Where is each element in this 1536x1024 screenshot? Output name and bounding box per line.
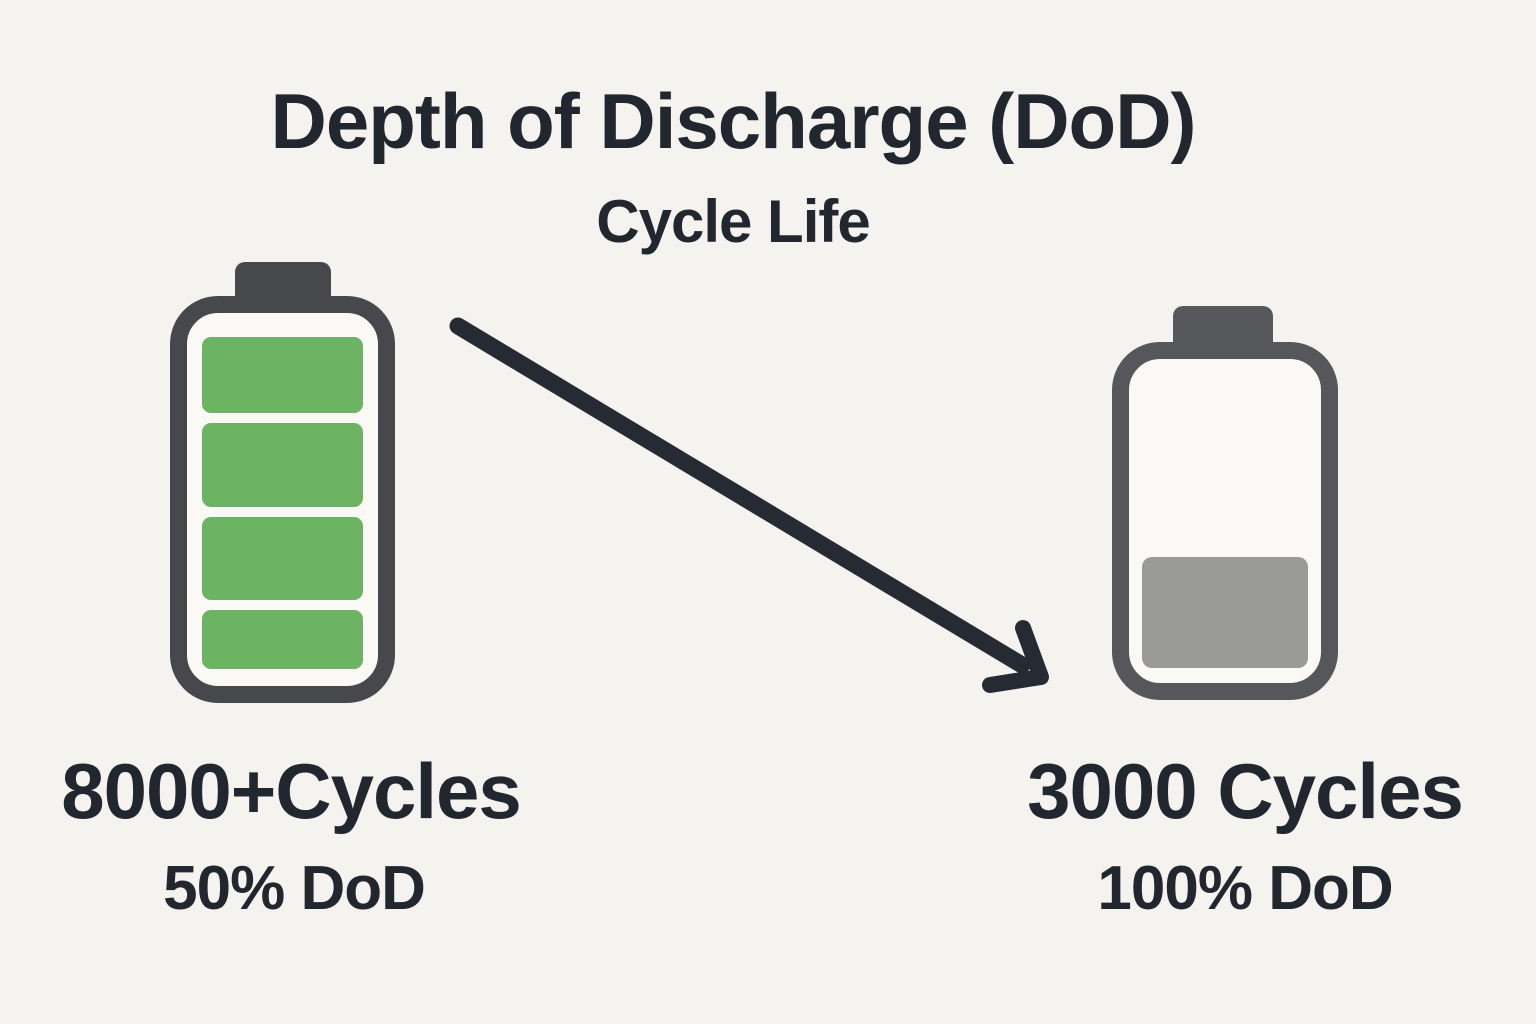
left-dod-label: 50% DoD [163,854,426,923]
left-cycles-label: 8000+Cycles [61,747,522,835]
battery-charge-segment [202,610,363,669]
page-title: Depth of Discharge (DoD) [270,77,1196,165]
right-cycles-label: 3000 Cycles [1027,747,1464,835]
battery-charge-segment [1142,557,1308,668]
battery-charge-segment [202,423,363,507]
battery-full-icon [170,296,395,703]
page-subtitle: Cycle Life [596,188,870,255]
battery-charge-segment [202,337,363,413]
right-dod-label: 100% DoD [1097,854,1393,923]
battery-low-icon [1112,342,1338,700]
battery-charge-segment [202,517,363,600]
